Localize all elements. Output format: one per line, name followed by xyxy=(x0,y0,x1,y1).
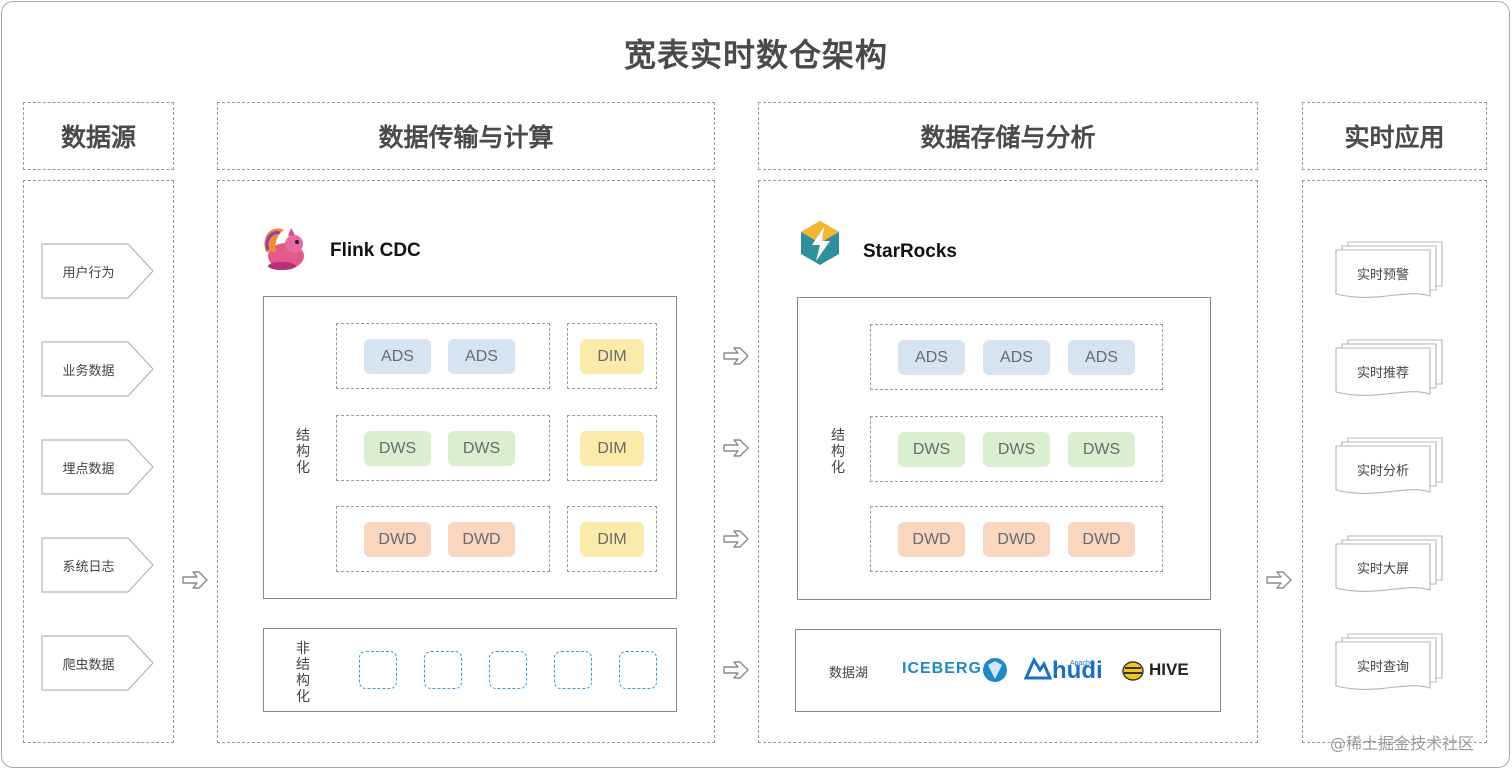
source-item-system-log: 系统日志 xyxy=(62,560,115,575)
unstructured-data-block xyxy=(424,651,462,689)
flink-dwd-chip: DWD xyxy=(448,522,515,557)
source-item-user-behavior: 用户行为 xyxy=(62,266,115,281)
flink-structured-label: 结构化 xyxy=(296,428,310,476)
flink-dim-group xyxy=(567,506,657,572)
apps-panel xyxy=(1302,180,1487,743)
hudi-logo-icon xyxy=(1024,656,1052,680)
starrocks-ads-chip: ADS xyxy=(898,340,965,375)
flink-squirrel-icon xyxy=(264,228,304,270)
compute-panel xyxy=(217,180,715,743)
column-header-compute: 数据传输与计算 xyxy=(217,102,715,170)
flink-cdc-name: Flink CDC xyxy=(330,240,421,261)
unstructured-data-block xyxy=(359,651,397,689)
flink-dwd-group xyxy=(336,506,550,572)
flink-dim-group xyxy=(567,415,657,481)
unstructured-data-block xyxy=(619,651,657,689)
flink-dim-chip: DIM xyxy=(580,522,644,557)
watermark: @稀土掘金技术社区 xyxy=(1330,734,1475,753)
starrocks-ads-group xyxy=(870,324,1163,390)
source-panel xyxy=(23,180,174,743)
iceberg-logo-text: ICEBERG xyxy=(902,660,982,677)
app-item-recommend: 实时推荐 xyxy=(1356,366,1409,381)
source-item-business-data: 业务数据 xyxy=(62,364,115,379)
starrocks-ads-chip: ADS xyxy=(1068,340,1135,375)
unstructured-data-block xyxy=(489,651,527,689)
starrocks-logo-icon xyxy=(801,221,839,265)
flink-ads-group xyxy=(336,323,550,389)
source-item-crawler-data: 爬虫数据 xyxy=(62,658,115,673)
starrocks-name: StarRocks xyxy=(863,241,957,262)
iceberg-logo-icon xyxy=(983,658,1007,682)
flink-dim-chip: DIM xyxy=(580,431,644,466)
column-header-storage: 数据存储与分析 xyxy=(758,102,1258,170)
unstructured-data-block xyxy=(554,651,592,689)
hive-bee-icon xyxy=(1122,661,1144,681)
starrocks-ads-chip: ADS xyxy=(983,340,1050,375)
flink-dim-chip: DIM xyxy=(580,339,644,374)
storage-panel xyxy=(758,180,1258,743)
flink-dws-group xyxy=(336,415,550,481)
data-lake-label: 数据湖 xyxy=(829,666,869,681)
flink-dws-chip: DWS xyxy=(364,431,431,466)
starrocks-dws-group xyxy=(870,416,1163,482)
starrocks-dwd-group xyxy=(870,506,1163,572)
flink-unstructured-box xyxy=(263,628,677,712)
hudi-logo-text: hudi xyxy=(1052,657,1103,684)
starrocks-dws-chip: DWS xyxy=(983,432,1050,467)
app-item-dashboard: 实时大屏 xyxy=(1356,562,1409,577)
source-item-tracking-data: 埋点数据 xyxy=(62,462,115,477)
app-item-query: 实时查询 xyxy=(1356,660,1409,675)
flink-dws-chip: DWS xyxy=(448,431,515,466)
starrocks-dws-chip: DWS xyxy=(1068,432,1135,467)
data-lake-box xyxy=(795,629,1221,712)
starrocks-dwd-chip: DWD xyxy=(1068,522,1135,557)
starrocks-dws-chip: DWS xyxy=(898,432,965,467)
diagram-title: 宽表实时数仓架构 xyxy=(623,36,888,74)
app-item-alert: 实时预警 xyxy=(1356,268,1409,283)
app-item-analysis: 实时分析 xyxy=(1356,464,1409,479)
starrocks-dwd-chip: DWD xyxy=(898,522,965,557)
column-header-source: 数据源 xyxy=(23,102,174,170)
flink-ads-chip: ADS xyxy=(364,339,431,374)
column-header-apps: 实时应用 xyxy=(1302,102,1487,170)
flink-ads-chip: ADS xyxy=(448,339,515,374)
flink-unstructured-label: 非结构化 xyxy=(296,641,310,705)
flink-dim-group xyxy=(567,323,657,389)
hive-logo-text: HIVE xyxy=(1149,660,1189,679)
starrocks-structured-label: 结构化 xyxy=(831,428,845,476)
flink-dwd-chip: DWD xyxy=(364,522,431,557)
starrocks-dwd-chip: DWD xyxy=(983,522,1050,557)
hudi-apache-text: Apache xyxy=(1070,660,1094,667)
